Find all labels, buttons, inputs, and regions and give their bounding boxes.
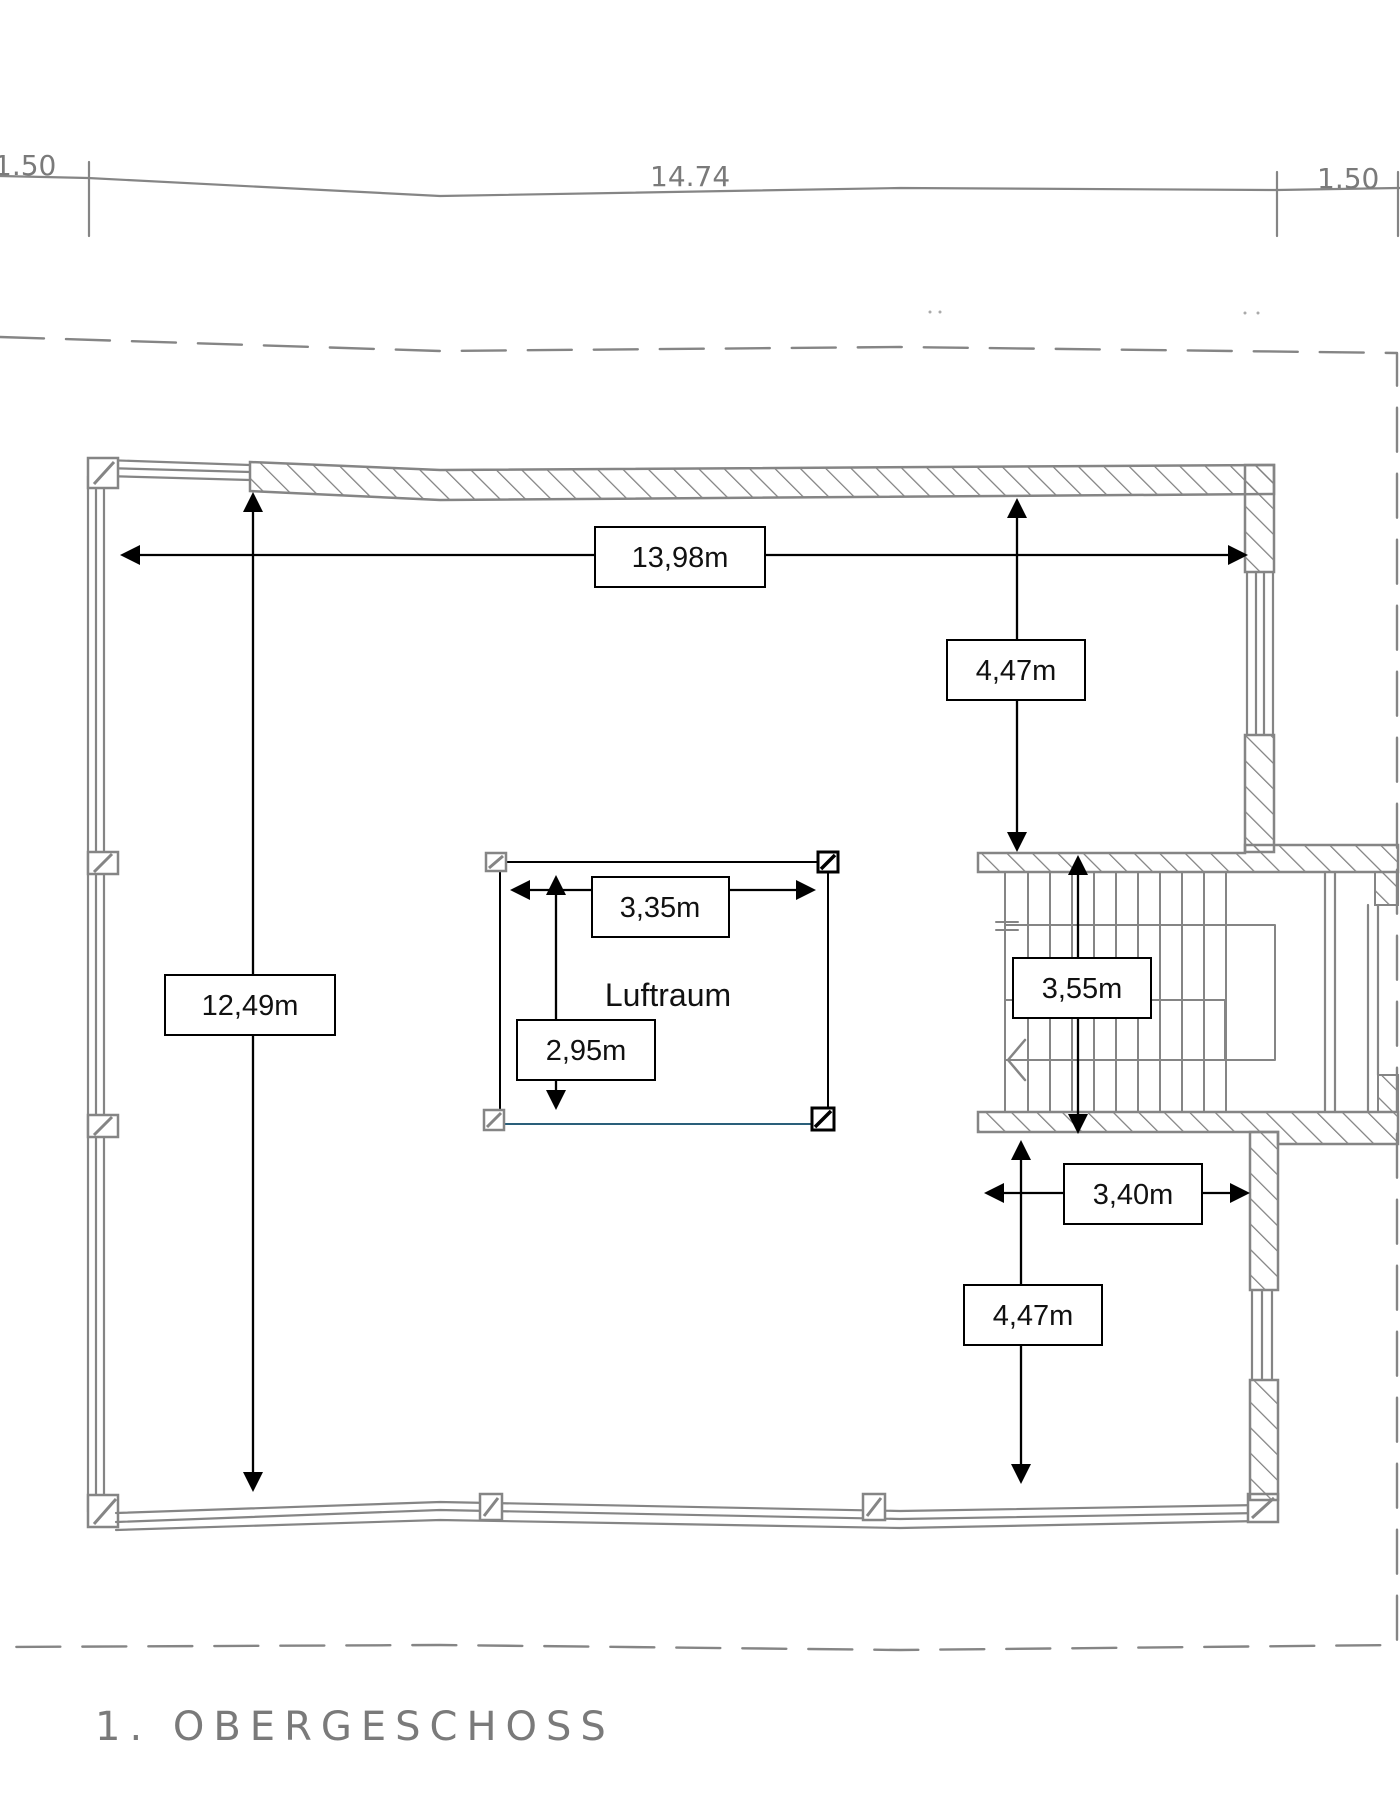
floor-title: 1. OBERGESCHOSS: [95, 1704, 615, 1750]
top-dim-total-label: 14.74: [650, 160, 730, 193]
dim-label-right-upper-height: 4,47m: [946, 639, 1086, 701]
svg-text:3,40m: 3,40m: [1093, 1179, 1174, 1211]
dim-label-stair-height: 3,55m: [1012, 957, 1152, 1019]
dim-label-void-width: 3,35m: [591, 876, 730, 938]
void-outline: [482, 850, 840, 1132]
svg-text:3,35m: 3,35m: [620, 892, 701, 924]
dim-label-void-height: 2,95m: [516, 1019, 656, 1081]
svg-text:4,47m: 4,47m: [993, 1300, 1074, 1332]
svg-text:3,55m: 3,55m: [1042, 973, 1123, 1005]
svg-text:13,98m: 13,98m: [632, 542, 729, 574]
top-dim-left-label: 1.50: [0, 149, 56, 182]
svg-text:4,47m: 4,47m: [976, 655, 1057, 687]
room-label-luftraum: Luftraum: [605, 977, 731, 1013]
dim-label-right-lower-height: 4,47m: [963, 1284, 1103, 1346]
dim-label-width-main: 13,98m: [594, 526, 766, 588]
svg-text:12,49m: 12,49m: [202, 990, 299, 1022]
roof-outline-dashed: [0, 310, 1399, 1652]
top-wall-hatched: [248, 460, 1276, 502]
top-dim-right-label: 1.50: [1317, 162, 1379, 195]
top-dimension-line: [0, 160, 1400, 238]
svg-text:2,95m: 2,95m: [546, 1035, 627, 1067]
dim-label-right-lower-width: 3,40m: [1063, 1163, 1203, 1225]
dim-label-height-main: 12,49m: [164, 974, 336, 1036]
